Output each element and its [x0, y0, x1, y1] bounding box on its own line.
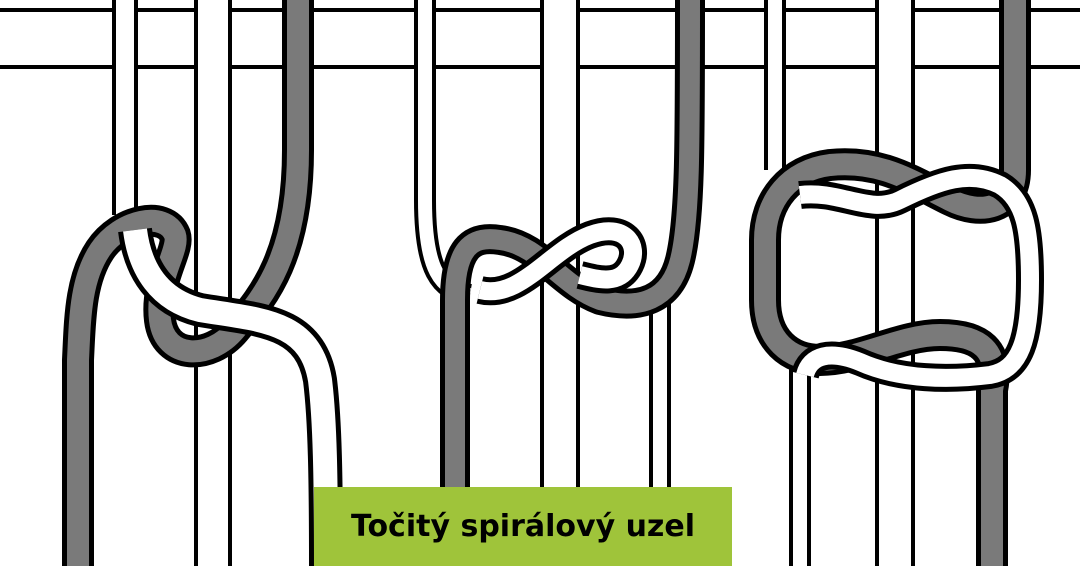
step-2-working-cord-grey — [440, 0, 705, 566]
step-3-filler-cords — [764, 0, 915, 566]
step-3-working-cord-white — [791, 163, 1044, 392]
step-1-filler-cords — [112, 0, 232, 566]
caption-title: Točitý spirálový uzel — [350, 509, 696, 544]
step-2-knot — [414, 0, 705, 566]
step-3-working-cord-grey — [749, 0, 1031, 566]
step-3-knot — [749, 0, 1044, 566]
caption-banner: Točitý spirálový uzel — [314, 487, 732, 566]
step-1-working-cord-grey — [62, 0, 314, 566]
step-1-knot — [62, 0, 343, 566]
step-1-working-cord-white — [118, 227, 343, 566]
step-2-working-cord-white — [476, 217, 647, 306]
